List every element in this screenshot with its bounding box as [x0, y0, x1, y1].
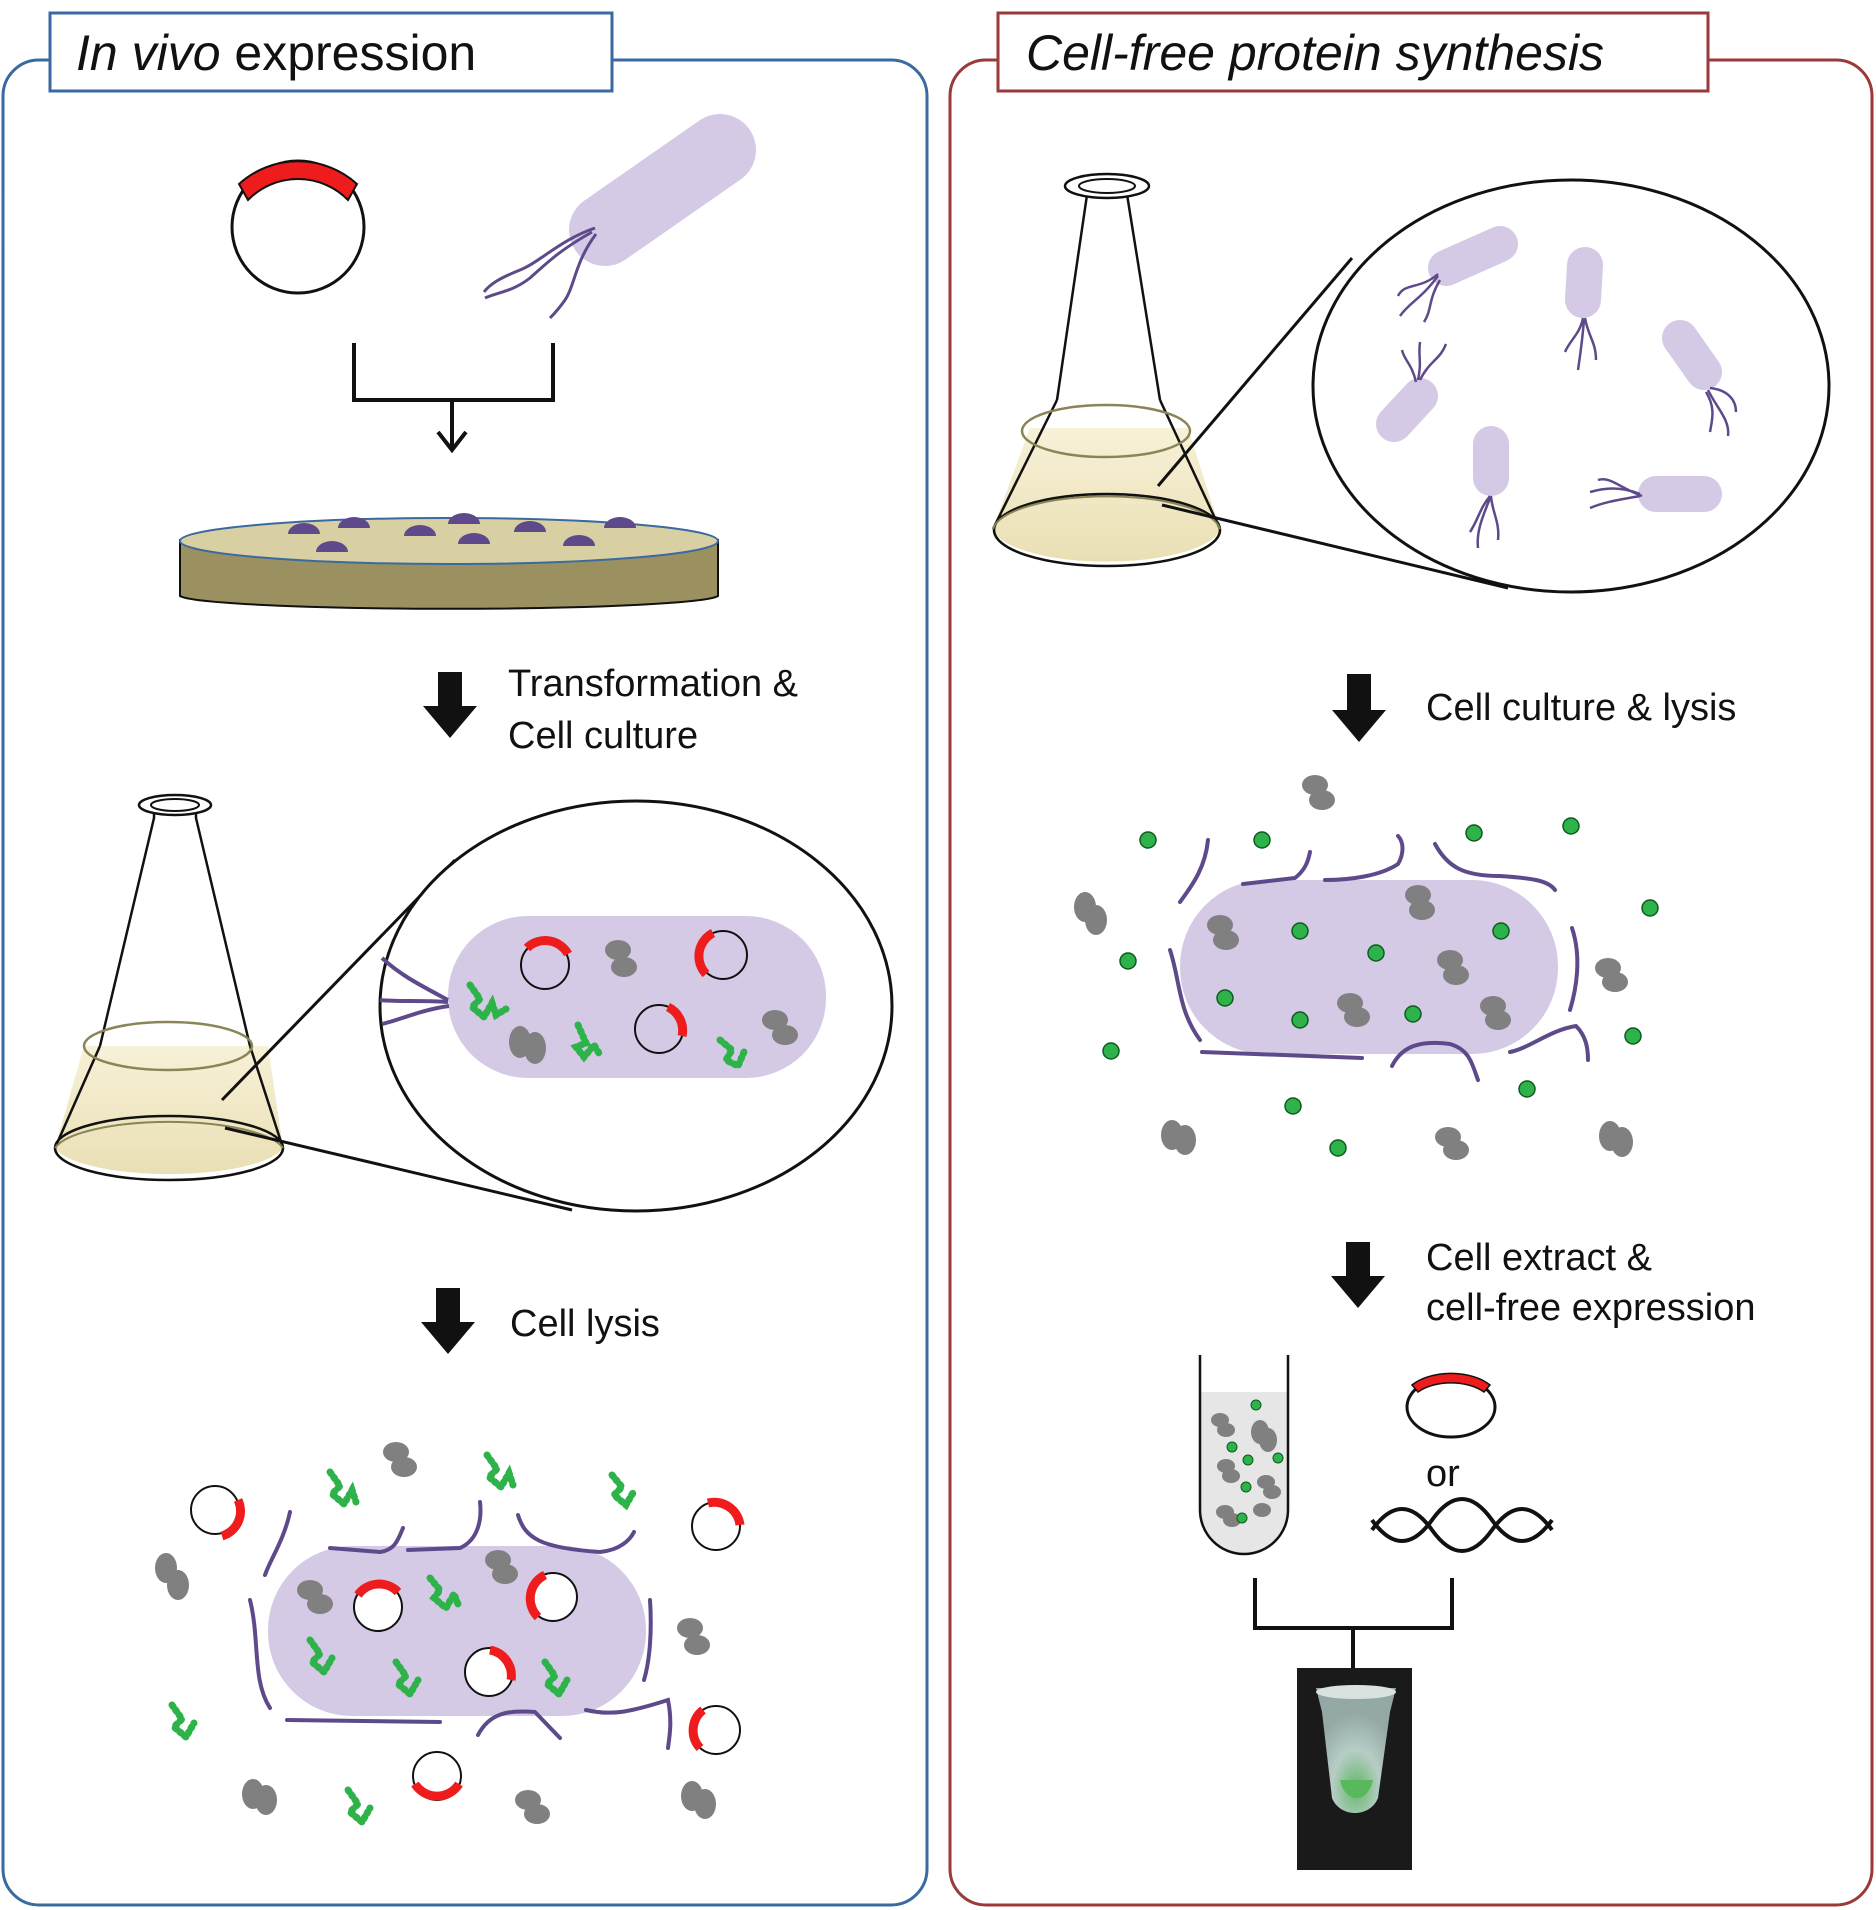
flask-icon-right: [991, 172, 1222, 568]
agar-plate: [179, 513, 719, 610]
right-title-box: [996, 11, 1710, 93]
plasmid-icon: [230, 159, 366, 295]
zoom-bacteria-view: [1311, 178, 1831, 594]
step2-label: Cell lysis: [510, 1303, 660, 1345]
down-arrow-2: [421, 1288, 475, 1354]
zoom-line-lower: [224, 1126, 573, 1212]
lysed-cell-invivo: [155, 1442, 745, 1828]
zoom-line-lower-r: [1161, 503, 1509, 590]
ribosomes-r: [1074, 775, 1633, 1160]
right-panel: Cell-free protein synthesis: [948, 11, 1874, 1907]
left-panel: In vivo expression Transfor: [1, 11, 929, 1907]
right-step2-line2: cell-free expression: [1426, 1287, 1755, 1329]
lysed-cell-cfps: [1074, 775, 1659, 1160]
right-step2-line1: Cell extract &: [1426, 1237, 1652, 1279]
step1-label-line1: Transformation &: [508, 663, 798, 705]
bacterium-icon: [482, 114, 756, 320]
plasmids-inside: [520, 928, 748, 1054]
ribosomes-scattered: [155, 1442, 716, 1824]
zoom-cell-view: [378, 799, 894, 1213]
step1-label-line2: Cell culture: [508, 715, 698, 757]
proteins-inside: [466, 981, 748, 1071]
merge-connector: [352, 343, 555, 454]
right-panel-title: Cell-free protein synthesis: [1026, 25, 1604, 81]
down-arrow-1: [423, 672, 477, 738]
left-title-box: [48, 11, 614, 93]
down-arrow-r2: [1331, 1242, 1385, 1308]
extract-tube: [1198, 1355, 1290, 1556]
zoom-line-upper-r: [1156, 257, 1354, 487]
proteins-scattered: [168, 1451, 638, 1828]
linear-dna-icon: [1370, 1497, 1554, 1553]
proteins-r: [1102, 817, 1659, 1157]
down-arrow-r1: [1332, 674, 1386, 742]
plasmid-icon-r: [1405, 1372, 1497, 1439]
or-label: or: [1426, 1453, 1460, 1495]
ribosomes-inside: [509, 940, 798, 1064]
product-tube-photo: [1297, 1668, 1412, 1870]
left-panel-title: In vivo expression: [76, 25, 476, 81]
plasmids-scattered: [190, 1485, 745, 1801]
flask-icon: [53, 793, 285, 1182]
right-step1-label: Cell culture & lysis: [1426, 687, 1736, 729]
